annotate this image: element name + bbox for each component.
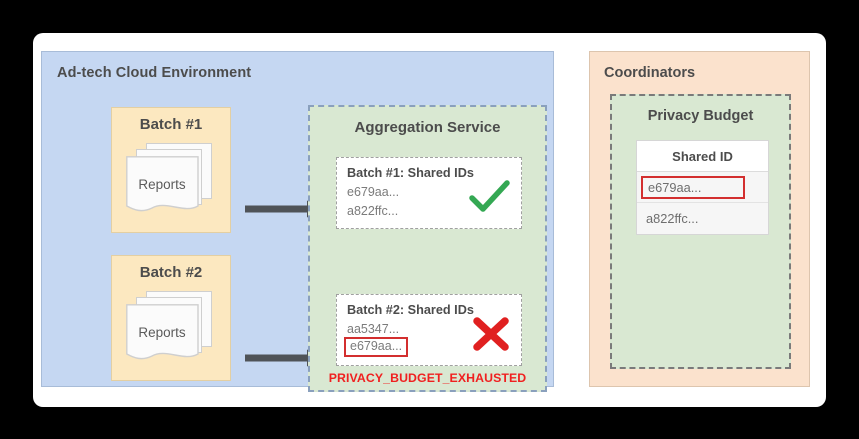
privacy-budget-box: Privacy Budget Shared ID e679aa... a822f… — [610, 94, 791, 369]
batch-1-shared-ids-card: Batch #1: Shared IDs e679aa... a822ffc..… — [336, 157, 522, 229]
batch-2-label: Batch #2 — [139, 264, 203, 281]
arrow-right-icon — [245, 349, 326, 367]
shared-id-value: e679aa... — [648, 179, 702, 195]
diagram-canvas: Ad-tech Cloud Environment Batch #1 Repor… — [33, 33, 826, 407]
batch-2-card-title: Batch #2: Shared IDs — [347, 303, 474, 317]
reports-stack-icon: Reports — [126, 143, 218, 219]
batch-1-card-title: Batch #1: Shared IDs — [347, 166, 474, 180]
arrow-right-icon — [245, 200, 326, 218]
batch-1-shared-id-1: e679aa... — [347, 185, 400, 199]
flagged-row-outline — [641, 176, 745, 199]
check-mark-icon — [469, 180, 510, 212]
adtech-panel-title: Ad-tech Cloud Environment — [57, 65, 252, 81]
batch-1-shared-id-2: a822ffc... — [347, 204, 399, 218]
shared-id-column-header: Shared ID — [637, 141, 768, 172]
batch-1-label: Batch #1 — [139, 116, 203, 133]
aggregation-service-panel: Aggregation Service Batch #1: Shared IDs… — [308, 105, 547, 392]
coordinators-panel-title: Coordinators — [604, 65, 696, 81]
batch-2-shared-id-1: aa5347... — [347, 322, 400, 336]
report-sheet-front-icon — [126, 156, 199, 212]
table-row: a822ffc... — [637, 203, 768, 234]
batch-2-shared-ids-card: Batch #2: Shared IDs aa5347... e679aa... — [336, 294, 522, 366]
batch-2-source-box: Batch #2 Reports — [111, 255, 231, 381]
batch-1-source-box: Batch #1 Reports — [111, 107, 231, 233]
adtech-cloud-environment-panel: Ad-tech Cloud Environment Batch #1 Repor… — [41, 51, 554, 392]
shared-id-value: a822ffc... — [646, 211, 699, 226]
batch-2-flagged-shared-id: e679aa... — [344, 337, 409, 358]
reports-label: Reports — [138, 177, 186, 192]
coordinators-panel: Coordinators Privacy Budget Shared ID e6… — [589, 51, 810, 387]
privacy-budget-title: Privacy Budget — [647, 108, 754, 124]
shared-id-table: Shared ID e679aa... a822ffc... — [636, 140, 769, 235]
report-sheet-front-icon — [126, 304, 199, 360]
reports-label: Reports — [138, 325, 186, 340]
table-row: e679aa... — [637, 172, 768, 203]
reports-stack-icon: Reports — [126, 291, 218, 367]
x-mark-icon — [473, 317, 509, 351]
aggregation-service-title: Aggregation Service — [354, 119, 501, 136]
privacy-budget-exhausted-error: PRIVACY_BUDGET_EXHAUSTED — [328, 371, 527, 385]
